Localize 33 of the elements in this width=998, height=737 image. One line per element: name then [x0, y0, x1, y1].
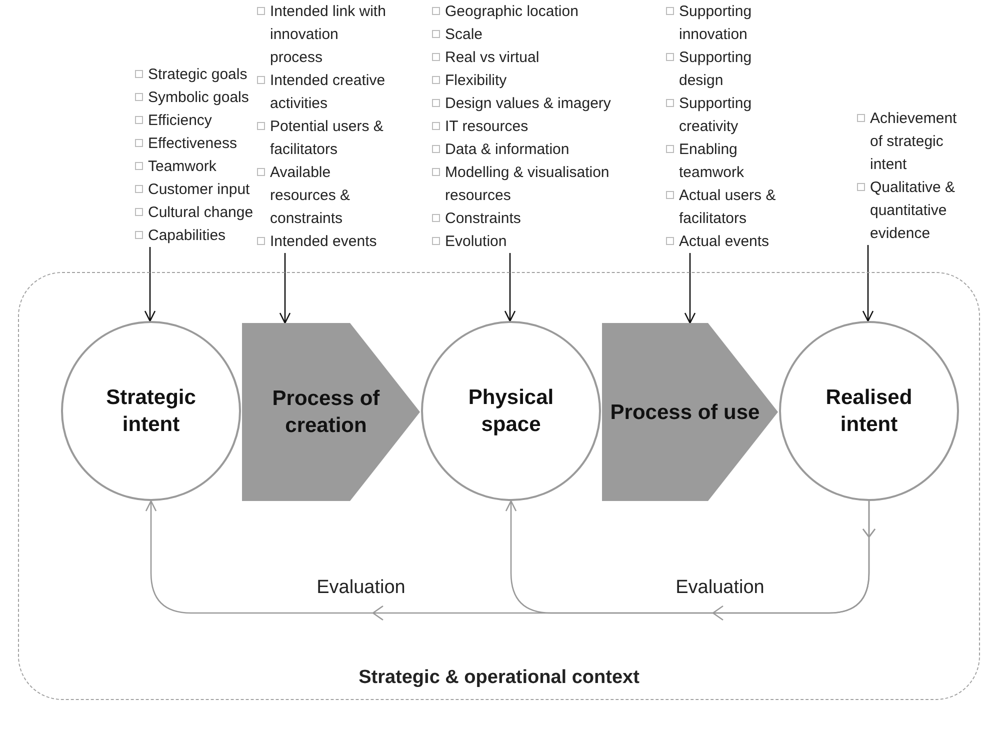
list-item: IT resources [432, 115, 647, 138]
chevron-shape [242, 323, 420, 501]
node-label: Process of creation [271, 386, 381, 439]
node-label: Process of use [610, 400, 760, 426]
dashed-frame [18, 272, 980, 700]
list-item: Supporting creativity [666, 92, 792, 138]
list-item: Supporting design [666, 46, 792, 92]
list-item: Constraints [432, 207, 647, 230]
list-item: Data & information [432, 138, 647, 161]
arrow [684, 253, 696, 324]
list-item: Actual events [666, 230, 792, 253]
list-item: Geographic location [432, 0, 647, 23]
arrow [279, 253, 291, 324]
list-item: Qualitative & quantitative evidence [857, 176, 971, 245]
node-label: Physical space [467, 385, 555, 438]
list-item: Actual users & facilitators [666, 184, 792, 230]
list-item: Flexibility [432, 69, 647, 92]
list-item: Design values & imagery [432, 92, 647, 115]
list-item: Achievement of strategic intent [857, 107, 971, 176]
chevron-shape [602, 323, 778, 501]
list-item: Modelling & visualisation resources [432, 161, 647, 207]
list-item: Real vs virtual [432, 46, 647, 69]
arrow [145, 500, 876, 621]
node-label: Strategic intent [105, 385, 197, 438]
frame-title: Strategic & operational context [358, 667, 640, 689]
node-label: Realised intent [824, 385, 914, 438]
list-item: Enabling teamwork [666, 138, 792, 184]
list-item: Evolution [432, 230, 647, 253]
arrow [144, 247, 156, 322]
list-item: Scale [432, 23, 647, 46]
list-item: Supporting innovation [666, 0, 792, 46]
arrow [504, 253, 516, 322]
arrow [862, 245, 874, 322]
